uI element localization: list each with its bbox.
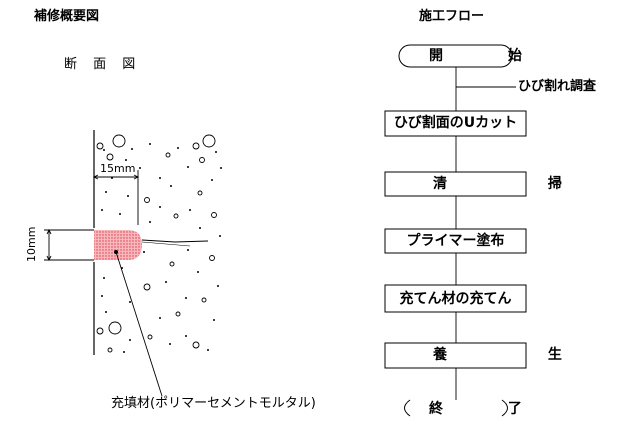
concrete-section [93,130,222,355]
flow-step-3-box [384,228,527,254]
width-dimension [92,170,140,225]
filler-u-cut [94,230,142,260]
crack-line [141,239,209,247]
flow-connectors [455,67,516,400]
flow-step-3-label: プライマー塗布 [406,233,505,249]
flow-end-label: 終 了 [429,401,552,417]
figure-title: 補修概要図 [34,9,100,24]
flow-step-1-label: ひび割面のUカット [393,115,518,131]
flow-step-4-label: 充てん材の充てん [399,291,512,307]
flow-step-4-box [384,284,527,313]
flow-step-5-box [384,342,527,369]
flow-side-note: ひび割れ調査 [518,79,597,94]
flow-step-2-box [384,171,527,197]
filler-leader [114,250,163,397]
depth-dimension-label: 10mm [25,226,38,262]
flow-title: 施工フロー [419,9,485,24]
flow-start-label: 開 始 [429,48,552,64]
section-title: 断 面 図 [64,57,142,72]
filler-callout-label: 充填材(ポリマーセメントモルタル) [111,396,316,411]
flow-step-5-label: 養 生 [433,347,610,363]
flow-end-shape [404,399,508,417]
depth-dimension [44,228,94,262]
width-dimension-label: 15mm [100,162,136,175]
flow-step-1-box [384,110,527,137]
flow-step-2-label: 清 掃 [433,176,610,192]
flow-start-shape [398,44,513,68]
